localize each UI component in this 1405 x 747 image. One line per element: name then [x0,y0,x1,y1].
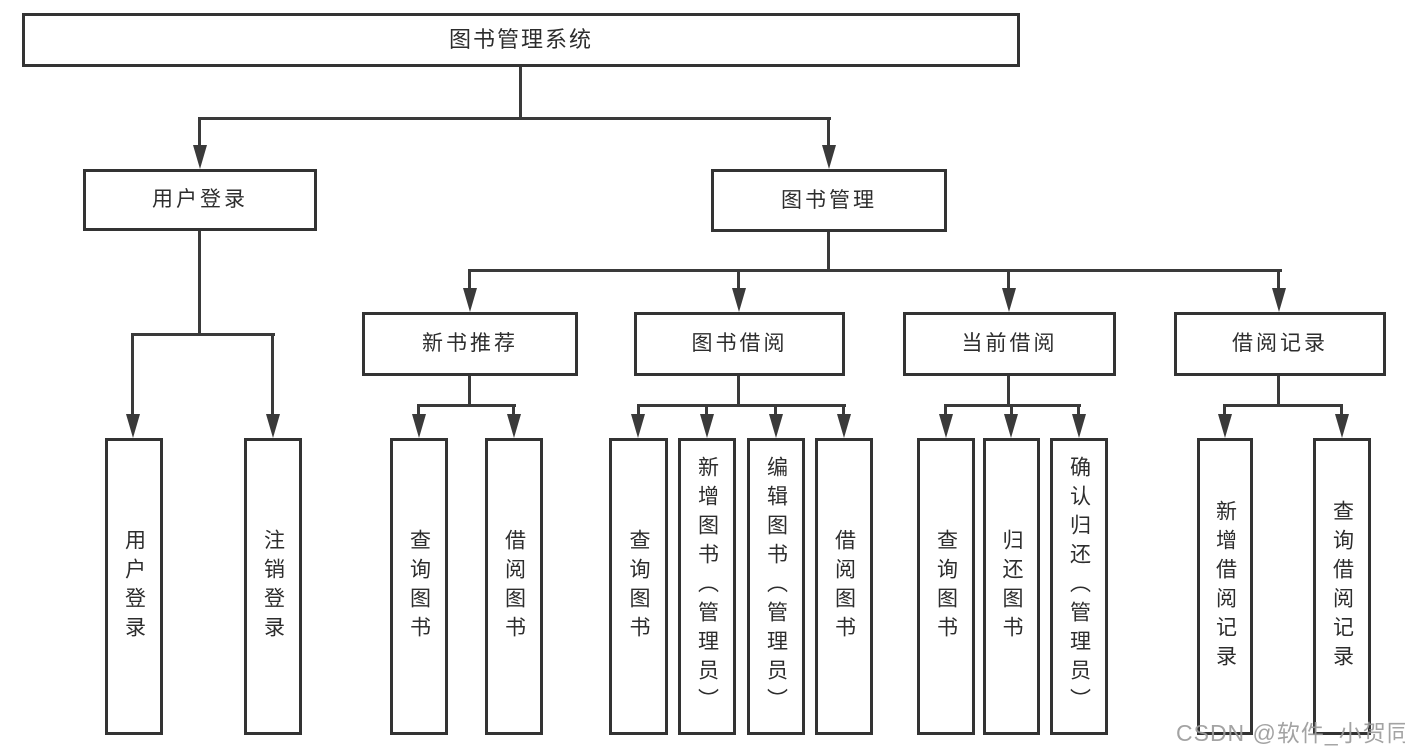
connector-line [1010,406,1013,416]
connector-line [468,376,471,406]
node-library-management-system: 图书管理系统 [22,13,1020,67]
node-book-management: 图书管理 [711,169,947,232]
connector-line [198,117,831,120]
arrowhead-down-icon [1335,414,1349,438]
connector-line [1077,406,1080,416]
connector-line [774,406,777,416]
leaf-borrow-books-recommend: 借阅图书 [485,438,543,735]
node-label: 查询借阅记录 [1330,499,1354,674]
connector-line [705,406,708,416]
arrowhead-down-icon [631,414,645,438]
connector-line [842,406,845,416]
node-label: 确认归还（管理员） [1067,456,1091,717]
node-label: 新书推荐 [422,332,518,356]
connector-line [1340,406,1343,416]
node-user-login: 用户登录 [83,169,317,231]
leaf-query-books-recommend: 查询图书 [390,438,448,735]
leaf-add-borrow-record: 新增借阅记录 [1197,438,1253,735]
connector-line [737,271,740,290]
arrowhead-down-icon [822,145,836,169]
connector-line [417,404,516,407]
leaf-user-login: 用户登录 [105,438,163,735]
connector-line [198,119,201,147]
leaf-query-books-borrow: 查询图书 [609,438,668,735]
connector-line [468,269,1282,272]
connector-line [637,406,640,416]
connector-line [737,376,740,406]
connector-line [131,333,275,336]
connector-line [827,232,830,271]
node-label: 注销登录 [261,528,285,645]
leaf-query-books-current: 查询图书 [917,438,975,735]
arrowhead-down-icon [1072,414,1086,438]
arrowhead-down-icon [769,414,783,438]
connector-line [1007,376,1010,406]
arrowhead-down-icon [1004,414,1018,438]
connector-line [1277,376,1280,406]
connector-line [131,335,134,416]
node-book-borrowing: 图书借阅 [634,312,845,376]
node-label: 用户登录 [152,188,248,212]
leaf-confirm-return-admin: 确认归还（管理员） [1050,438,1108,735]
arrowhead-down-icon [126,414,140,438]
node-label: 借阅图书 [502,528,526,645]
arrowhead-down-icon [1002,288,1016,312]
node-label: 用户登录 [122,528,146,645]
node-label: 当前借阅 [961,332,1058,356]
connector-line [519,66,522,120]
connector-line [1277,271,1280,290]
leaf-logout: 注销登录 [244,438,302,735]
connector-line [1223,404,1343,407]
connector-line [1223,406,1226,416]
node-borrowing-records: 借阅记录 [1174,312,1386,376]
arrowhead-down-icon [837,414,851,438]
node-label: 查询图书 [934,528,958,645]
leaf-return-books: 归还图书 [983,438,1040,735]
connector-line [271,335,274,416]
node-label: 图书管理 [781,188,877,212]
arrowhead-down-icon [193,145,207,169]
connector-line [512,406,515,416]
watermark: CSDN @软件_小贺同学 [1176,720,1405,746]
arrowhead-down-icon [463,288,477,312]
leaf-borrow-books: 借阅图书 [815,438,873,735]
arrowhead-down-icon [507,414,521,438]
arrowhead-down-icon [732,288,746,312]
node-current-borrowing: 当前借阅 [903,312,1116,376]
arrowhead-down-icon [266,414,280,438]
connector-line [944,406,947,416]
arrowhead-down-icon [939,414,953,438]
node-label: 借阅图书 [832,528,856,645]
arrowhead-down-icon [1272,288,1286,312]
node-new-book-recommend: 新书推荐 [362,312,578,376]
connector-line [637,404,846,407]
connector-line [827,119,830,147]
node-label: 新增图书（管理员） [695,456,719,717]
connector-line [468,271,471,290]
leaf-edit-books-admin: 编辑图书（管理员） [747,438,805,735]
node-label: 查询图书 [407,528,431,645]
node-label: 借阅记录 [1232,332,1328,356]
leaf-add-books-admin: 新增图书（管理员） [678,438,736,735]
arrowhead-down-icon [700,414,714,438]
connector-line [944,404,1081,407]
connector-line [198,231,201,335]
node-label: 新增借阅记录 [1213,499,1237,674]
leaf-query-borrow-record: 查询借阅记录 [1313,438,1371,735]
node-label: 图书借阅 [691,332,788,356]
arrowhead-down-icon [1218,414,1232,438]
node-label: 查询图书 [627,528,650,645]
connector-line [417,406,420,416]
node-label: 归还图书 [1000,528,1023,645]
node-label: 编辑图书（管理员） [764,456,788,717]
connector-line [1007,271,1010,290]
arrowhead-down-icon [412,414,426,438]
node-label: 图书管理系统 [448,26,593,52]
